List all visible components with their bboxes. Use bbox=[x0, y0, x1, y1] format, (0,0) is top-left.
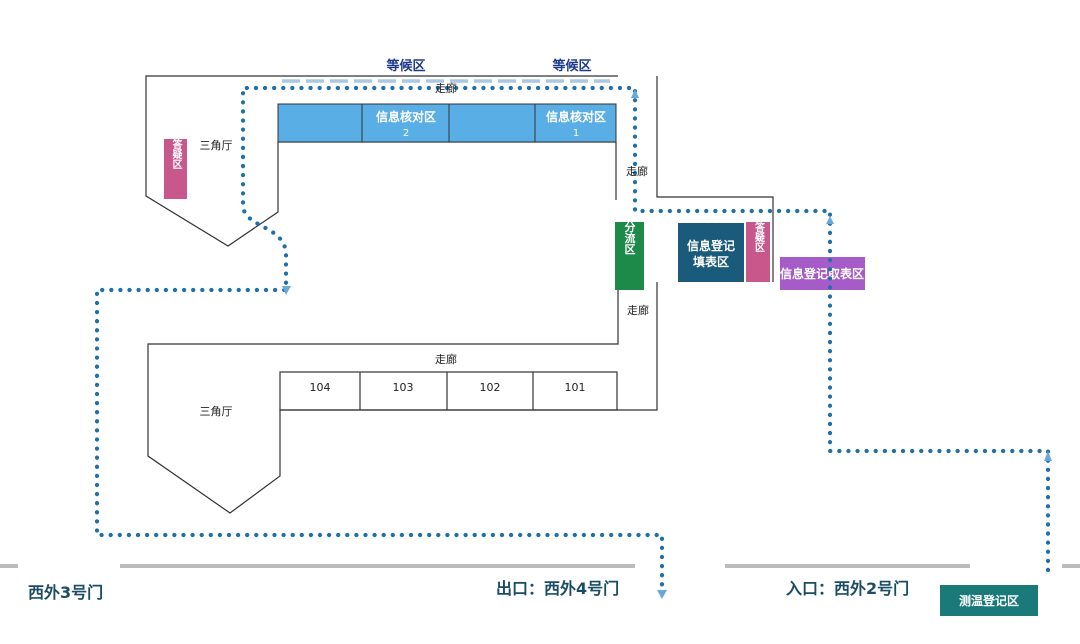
waiting-area-left-label: 等候区 bbox=[385, 58, 425, 74]
temp-register-area: 测温登记区 bbox=[940, 585, 1038, 616]
gate-exit-label: 出口：西外4号门 bbox=[496, 579, 619, 598]
corridor-right-lower-label: 走廊 bbox=[627, 303, 649, 317]
room-104: 104 bbox=[310, 381, 331, 394]
corridor-middle-label: 走廊 bbox=[435, 352, 457, 366]
gate-entrance-label: 入口：西外2号门 bbox=[786, 579, 909, 598]
triangle-hall-top-label: 三角厅 bbox=[200, 139, 233, 152]
dispatch-label: 取号分流区 bbox=[623, 199, 636, 255]
room-102: 102 bbox=[480, 381, 501, 394]
route-arrow-mid bbox=[282, 286, 291, 295]
route-arrow-right bbox=[826, 216, 834, 224]
consult-left-label: 咨询答疑区 bbox=[170, 118, 183, 169]
number-dispatch-area: 取号分流区 bbox=[615, 199, 644, 290]
route-arrow-top bbox=[631, 89, 639, 98]
consult-right-label: 咨询答疑区 bbox=[753, 201, 766, 252]
route-path bbox=[94, 85, 1051, 591]
consult-area-left: 咨询答疑区 bbox=[164, 118, 187, 199]
verify-area-1-label: 信息核对区 bbox=[546, 109, 606, 124]
room-101: 101 bbox=[565, 381, 586, 394]
register-fill-area: 信息登记 填表区 bbox=[678, 223, 744, 282]
route-arrow-exit bbox=[657, 590, 667, 599]
consult-area-right: 咨询答疑区 bbox=[746, 201, 770, 282]
verification-area: 信息核对区 2 信息核对区 1 bbox=[277, 103, 617, 143]
corridor-right-upper-label: 走廊 bbox=[626, 164, 648, 178]
route-arrow-entrance bbox=[1044, 451, 1052, 461]
temp-register-label: 测温登记区 bbox=[959, 593, 1019, 608]
verify-area-2-label: 信息核对区 bbox=[376, 109, 436, 124]
triangle-hall-bottom-label: 三角厅 bbox=[200, 405, 233, 418]
waiting-area-right-label: 等候区 bbox=[551, 58, 591, 74]
register-pickup-area: 信息登记取表区 bbox=[780, 257, 865, 290]
register-pickup-label: 信息登记取表区 bbox=[780, 266, 864, 281]
register-fill-line1: 信息登记 bbox=[687, 238, 735, 253]
room-103: 103 bbox=[393, 381, 414, 394]
register-fill-line2: 填表区 bbox=[693, 254, 729, 269]
verify-area-2-number: 2 bbox=[403, 128, 409, 139]
corridor-top-label: 走廊 bbox=[435, 81, 457, 95]
verify-area-1-number: 1 bbox=[573, 128, 579, 139]
gate-west3-label: 西外3号门 bbox=[28, 583, 103, 602]
